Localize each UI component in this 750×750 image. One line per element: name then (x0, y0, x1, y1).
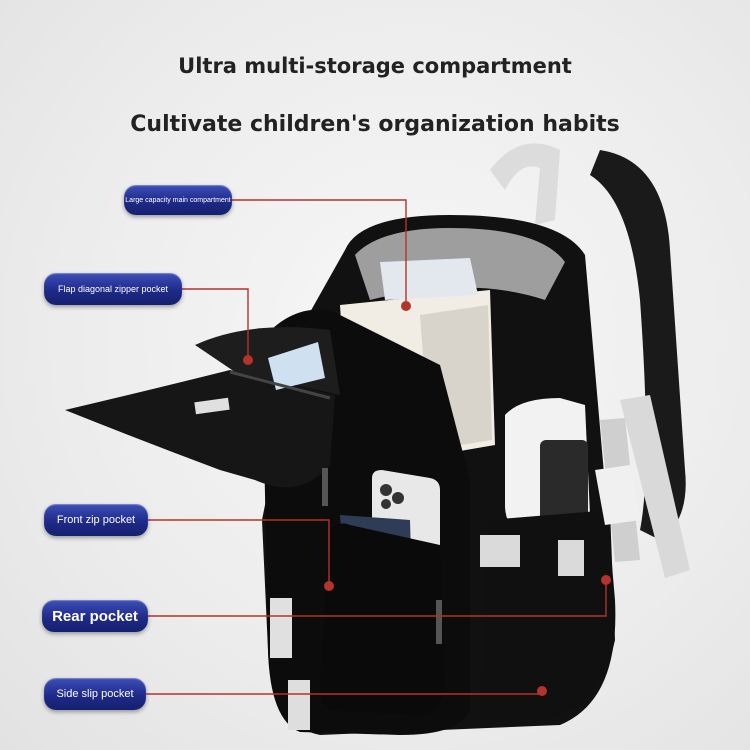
callout-label: Side slip pocket (56, 688, 134, 700)
callout-line-main-compartment (232, 199, 407, 306)
callout-front-zip-pocket: Front zip pocket (44, 504, 148, 536)
callout-label: Front zip pocket (56, 514, 136, 526)
callout-line-flap-pocket (182, 288, 249, 360)
callout-dot-front-pocket (324, 581, 334, 591)
callout-line-rear-pocket (148, 580, 607, 617)
callout-side-slip-pocket: Side slip pocket (44, 678, 146, 710)
callout-flap-diagonal-zipper-pocket: Flap diagonal zipper pocket (44, 273, 182, 305)
callout-label: Flap diagonal zipper pocket (57, 284, 169, 294)
callout-label: Rear pocket (52, 607, 138, 625)
callout-dot-flap-pocket (243, 355, 253, 365)
callout-rear-pocket: Rear pocket (42, 600, 148, 632)
callout-dot-side-pocket (537, 686, 547, 696)
callout-line-front-pocket (148, 519, 330, 586)
callout-main-compartment: Large capacity main compartment (124, 185, 232, 215)
callout-dot-main-compartment (401, 301, 411, 311)
page-subtitle: Cultivate children's organization habits (130, 112, 620, 137)
page-title: Ultra multi-storage compartment (178, 54, 572, 78)
callout-dot-rear-pocket (601, 575, 611, 585)
callout-label: Large capacity main compartment (125, 196, 231, 204)
